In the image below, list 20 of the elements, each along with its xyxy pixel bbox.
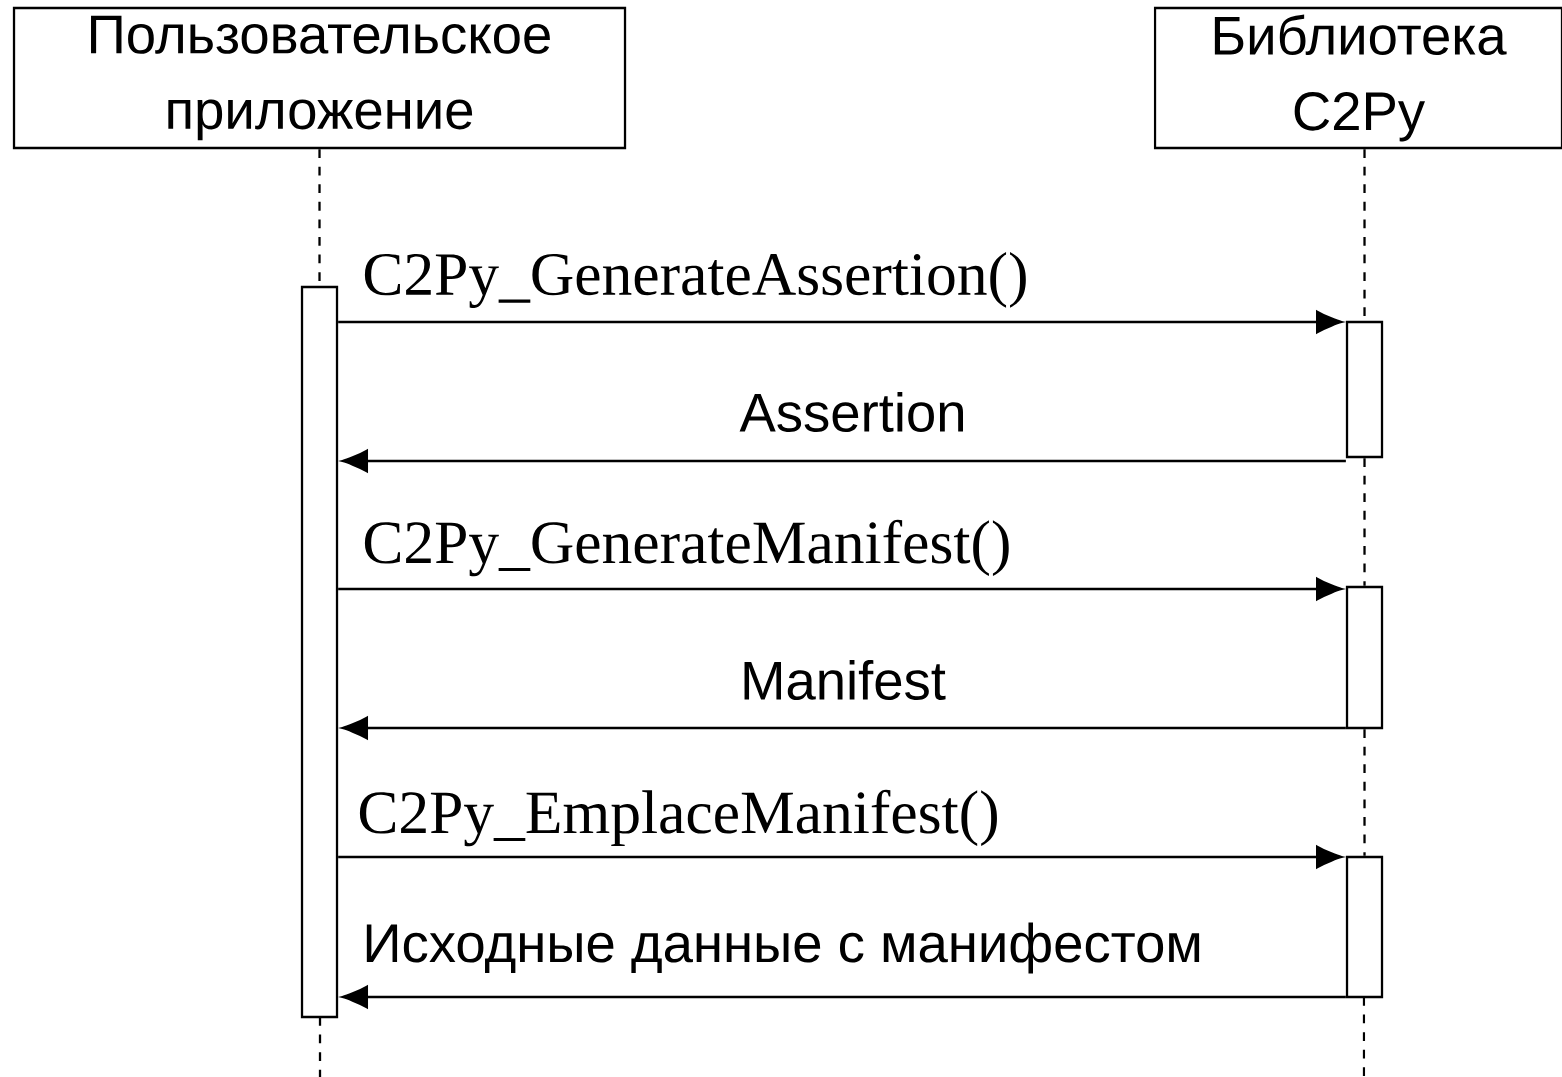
edge-label: Manifest [744, 660, 946, 700]
activation-bar [1345, 320, 1384, 459]
message-arrow [341, 716, 1346, 740]
lifeline-header-box: Пользовательское приложение [12, 6, 627, 150]
edge-label: C2Py_GenerateManifest() [364, 519, 1009, 577]
activation-bar [1345, 585, 1384, 730]
edge-label: Исходные данные с манифестом [366, 922, 1200, 974]
message-arrow [338, 577, 1343, 601]
message-arrow [338, 310, 1343, 334]
message-arrow [341, 449, 1346, 473]
lifeline [1363, 729, 1366, 856]
edge-label: C2Py_GenerateAssertion() [364, 252, 1026, 308]
edge-label: C2Py_EmplaceManifest() [359, 789, 997, 847]
edge-label: Assertion [739, 392, 963, 432]
activation-bar [300, 285, 339, 1019]
message-arrow [338, 845, 1343, 869]
lifeline [1363, 458, 1366, 586]
activation-bar [1345, 855, 1384, 999]
lifeline-header-box: Библиотека C2Py [1153, 6, 1562, 150]
message-arrow [341, 985, 1346, 1009]
